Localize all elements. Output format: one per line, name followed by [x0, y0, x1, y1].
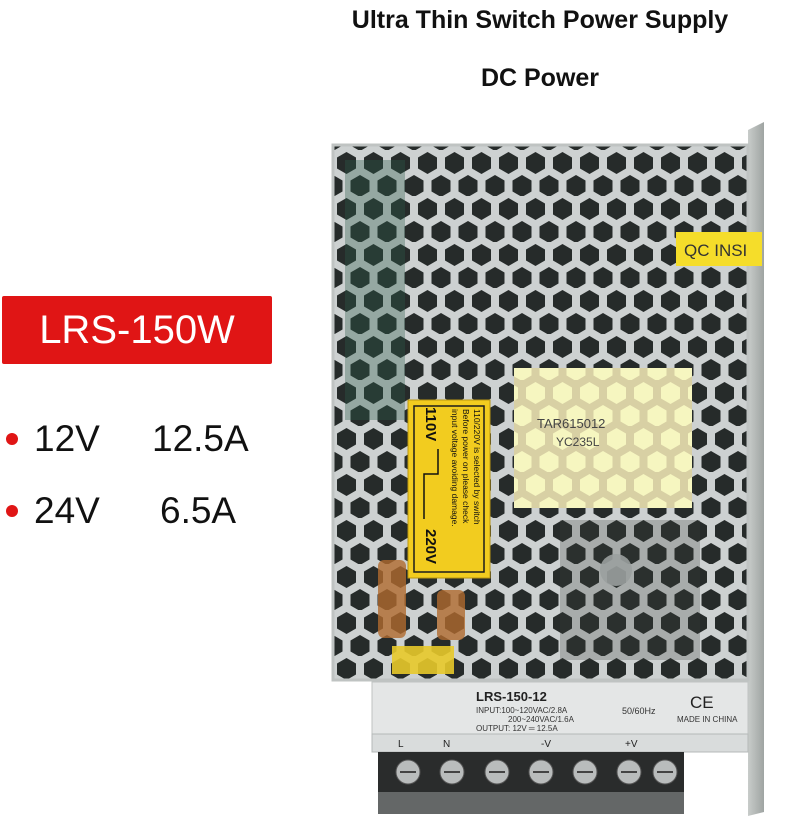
- terminal-label-l: L: [398, 739, 404, 750]
- spec-voltage: 12V: [34, 418, 100, 459]
- case-side-flange: [748, 122, 764, 816]
- nameplate: [371, 681, 749, 735]
- nameplate-input-2: 200~240VAC/1.6A: [508, 715, 575, 724]
- svg-text:input voltage avoiding damage.: input voltage avoiding damage.: [450, 409, 460, 527]
- capacitor-yellow: [392, 646, 454, 674]
- terminal-label-n: N: [443, 739, 450, 750]
- nameplate-input-1: INPUT:100~120VAC/2.8A: [476, 706, 568, 715]
- product-subtitle: DC Power: [480, 64, 600, 92]
- voltage-switch-label: 110/220V is selected by switch Before po…: [407, 399, 491, 579]
- svg-text:110/220V is selected by switch: 110/220V is selected by switch: [472, 409, 482, 525]
- model-badge: LRS-150W: [2, 296, 272, 364]
- spec-voltage: 24V: [34, 490, 100, 531]
- qc-sticker-label: QC INSI: [684, 241, 747, 260]
- nameplate-frequency: 50/60Hz: [622, 706, 656, 716]
- made-in-label: MADE IN CHINA: [677, 715, 738, 724]
- bullet-icon: [6, 505, 18, 517]
- terminal-label-strip: [371, 733, 749, 753]
- capacitor-round: [600, 554, 632, 586]
- spec-current: 12.5A: [152, 418, 249, 459]
- terminal-label-posv: +V: [625, 739, 638, 750]
- ce-mark: CE: [690, 693, 714, 712]
- model-badge-label: LRS-150W: [39, 307, 235, 352]
- svg-text:Before power on please check: Before power on please check: [461, 409, 471, 524]
- svg-text:110V: 110V: [422, 407, 439, 441]
- nameplate-output: OUTPUT: 12V ═ 12.5A: [476, 724, 558, 733]
- transformer-batch: YC235L: [556, 435, 600, 449]
- nameplate-model: LRS-150-12: [476, 689, 547, 704]
- terminal-block: [378, 752, 684, 814]
- terminal-label-negv: -V: [541, 739, 551, 750]
- transformer-code: TAR615012: [537, 416, 605, 431]
- transformer-block: [514, 368, 692, 508]
- svg-text:220V: 220V: [422, 529, 439, 564]
- spec-current: 6.5A: [160, 490, 237, 531]
- product-title: Ultra Thin Switch Power Supply: [351, 6, 729, 34]
- spec-row-12v: 12V 12.5A: [6, 414, 249, 464]
- qc-sticker: [676, 232, 762, 266]
- inductor: [378, 560, 406, 638]
- bullet-icon: [6, 433, 18, 445]
- spec-row-24v: 24V 6.5A: [6, 486, 236, 536]
